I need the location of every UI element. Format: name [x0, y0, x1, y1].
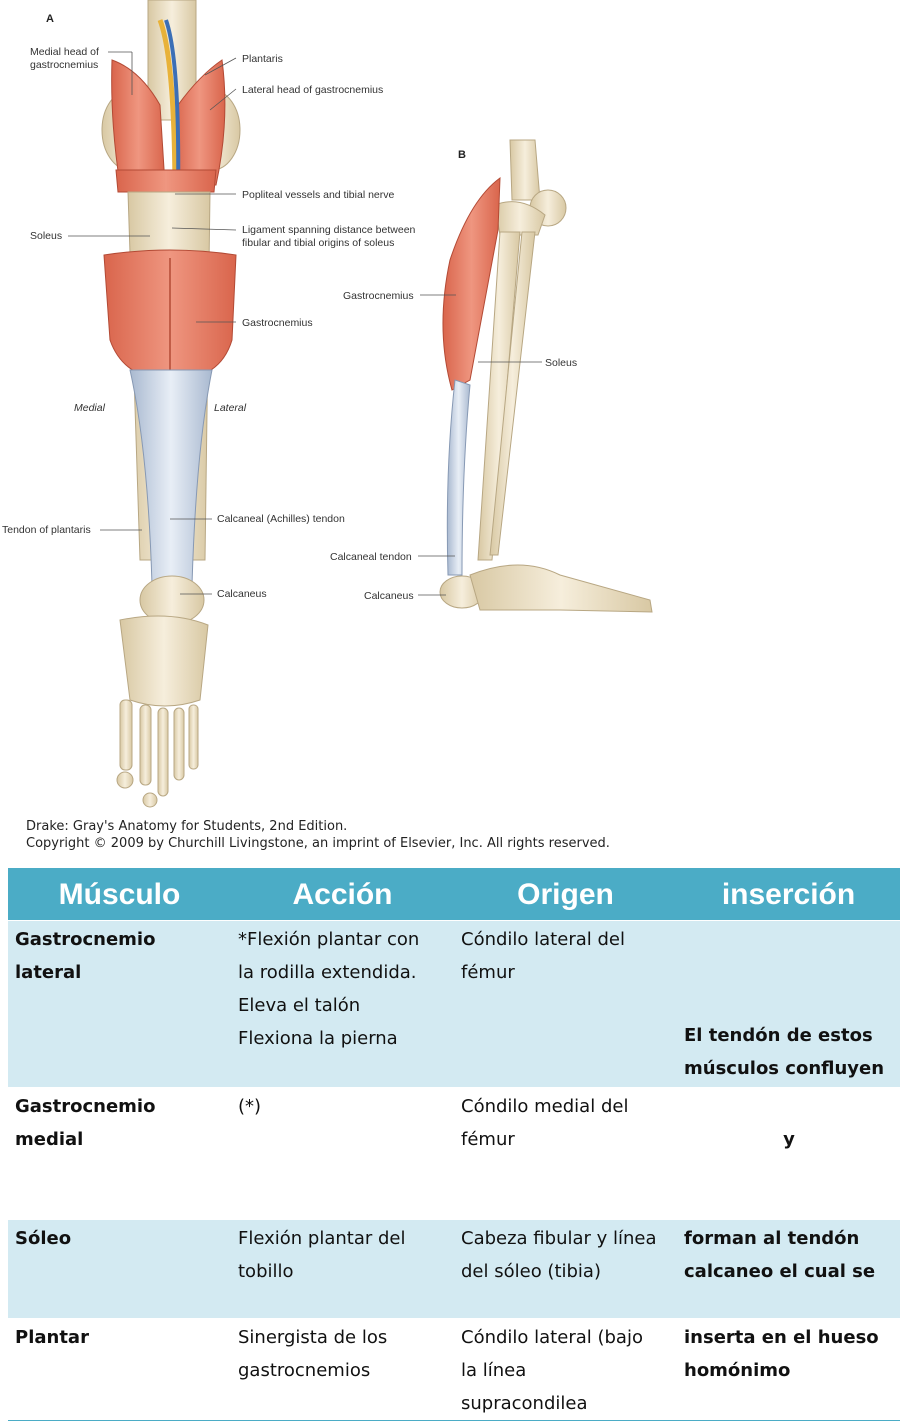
muscle-name: Gastrocnemio lateral: [15, 929, 156, 983]
posterior-view: A Medial head of gastrocnemius Plantaris…: [2, 0, 416, 808]
header-origen: Origen: [454, 868, 677, 921]
label-gastrocnemius-b: Gastrocnemius: [343, 290, 414, 302]
action-line: Flexión plantar del: [238, 1228, 406, 1249]
muscle-cell: Gastrocnemio lateral: [8, 920, 231, 1088]
insertion-line: homónimo: [684, 1360, 791, 1381]
insertion-cell: forman al tendón calcaneo el cual se: [677, 1219, 900, 1319]
header-insercion: inserción: [677, 868, 900, 921]
insertion-cell: inserta en el hueso homónimo: [677, 1318, 900, 1421]
label-gastrocnemius: Gastrocnemius: [242, 317, 313, 329]
header-musculo: Músculo: [8, 868, 231, 921]
action-line: *Flexión plantar con: [238, 929, 420, 950]
insertion-cell: y: [677, 1087, 900, 1220]
origin-line: la línea: [461, 1360, 527, 1381]
header-accion: Acción: [231, 868, 454, 921]
insertion-line: calcaneo el cual se: [684, 1261, 876, 1282]
muscle-table: Músculo Acción Origen inserción Gastrocn…: [8, 868, 900, 1421]
origin-line: fémur: [461, 1129, 515, 1150]
label-ligament-1: Ligament spanning distance between: [242, 224, 416, 236]
label-medial: Medial: [74, 402, 106, 414]
insertion-line: El tendón de estos: [684, 1025, 873, 1046]
table-row: Sóleo Flexión plantar del tobillo Cabeza…: [8, 1219, 900, 1319]
action-cell: Sinergista de los gastrocnemios: [231, 1318, 454, 1421]
label-plantaris: Plantaris: [242, 53, 283, 65]
action-line: tobillo: [238, 1261, 294, 1282]
panel-a-letter: A: [46, 13, 54, 25]
label-tendon-plantaris: Tendon of plantaris: [2, 524, 91, 536]
lateral-view: B Gastrocnemius Soleus Calcaneal tendon …: [330, 139, 653, 613]
origin-line: supracondilea: [461, 1393, 588, 1414]
label-soleus-b: Soleus: [545, 357, 577, 369]
label-soleus: Soleus: [30, 230, 62, 242]
label-calcaneus-a: Calcaneus: [217, 588, 267, 600]
insertion-cell: El tendón de estos músculos confluyen: [677, 920, 900, 1088]
label-medial-head-1: Medial head of: [30, 46, 99, 58]
leg-illustration: A Medial head of gastrocnemius Plantaris…: [2, 0, 653, 808]
origin-line: Cóndilo lateral (bajo: [461, 1327, 643, 1348]
table-row: Gastrocnemio lateral *Flexión plantar co…: [8, 920, 900, 1088]
action-line: la rodilla extendida.: [238, 962, 417, 983]
anatomy-figure: A Medial head of gastrocnemius Plantaris…: [2, 0, 653, 808]
origin-line: Cóndilo medial del: [461, 1096, 629, 1117]
muscle-name-line: medial: [15, 1129, 84, 1150]
muscle-cell: Plantar: [8, 1318, 231, 1421]
figure-credit: Drake: Gray's Anatomy for Students, 2nd …: [26, 818, 610, 852]
label-calcaneal-achilles: Calcaneal (Achilles) tendon: [217, 513, 345, 525]
action-line: (*): [238, 1096, 262, 1117]
label-lateral-head: Lateral head of gastrocnemius: [242, 84, 383, 96]
action-cell: (*): [231, 1087, 454, 1220]
origin-line: Cabeza fibular y línea: [461, 1228, 657, 1249]
insertion-line: y: [783, 1129, 795, 1150]
insertion-line: inserta en el hueso: [684, 1327, 879, 1348]
action-cell: *Flexión plantar con la rodilla extendid…: [231, 920, 454, 1088]
muscle-cell: Gastrocnemio medial: [8, 1087, 231, 1220]
muscle-name: Sóleo: [15, 1228, 72, 1249]
table-row: Gastrocnemio medial (*) Cóndilo medial d…: [8, 1087, 900, 1220]
credit-line-1: Drake: Gray's Anatomy for Students, 2nd …: [26, 819, 348, 834]
table-header-row: Músculo Acción Origen inserción: [8, 868, 900, 921]
muscle-cell: Sóleo: [8, 1219, 231, 1319]
table-row: Plantar Sinergista de los gastrocnemios …: [8, 1318, 900, 1421]
muscle-name-line: Gastrocnemio: [15, 1096, 156, 1117]
label-ligament-2: fibular and tibial origins of soleus: [242, 237, 394, 249]
credit-line-2: Copyright © 2009 by Churchill Livingston…: [26, 836, 610, 851]
origin-cell: Cóndilo lateral (bajo la línea supracond…: [454, 1318, 677, 1421]
origin-cell: Cóndilo medial del fémur: [454, 1087, 677, 1220]
origin-line: del sóleo (tibia): [461, 1261, 601, 1282]
origin-line: fémur: [461, 962, 515, 983]
label-medial-head-2: gastrocnemius: [30, 59, 98, 71]
insertion-line: forman al tendón: [684, 1228, 860, 1249]
origin-cell: Cóndilo lateral del fémur: [454, 920, 677, 1088]
label-calcaneal-tendon-b: Calcaneal tendon: [330, 551, 412, 563]
origin-line: Cóndilo lateral del: [461, 929, 625, 950]
panel-b-letter: B: [458, 149, 466, 161]
label-popliteal: Popliteal vessels and tibial nerve: [242, 189, 394, 201]
action-line: Eleva el talón: [238, 995, 361, 1016]
muscle-name: Plantar: [15, 1327, 89, 1348]
label-calcaneus-b: Calcaneus: [364, 590, 414, 602]
action-cell: Flexión plantar del tobillo: [231, 1219, 454, 1319]
origin-cell: Cabeza fibular y línea del sóleo (tibia): [454, 1219, 677, 1319]
insertion-line: músculos confluyen: [684, 1058, 885, 1079]
action-line: Sinergista de los: [238, 1327, 388, 1348]
label-lateral: Lateral: [214, 402, 247, 414]
action-line: Flexiona la pierna: [238, 1028, 398, 1049]
action-line: gastrocnemios: [238, 1360, 371, 1381]
